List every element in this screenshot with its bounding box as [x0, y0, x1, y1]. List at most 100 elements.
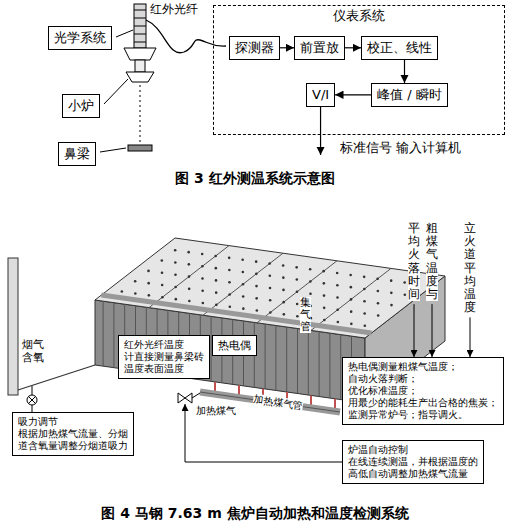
- box-text: 峰值 / 瞬时: [377, 87, 442, 103]
- flow-arrow: [280, 47, 294, 48]
- box-text: V/I: [312, 87, 329, 103]
- text-line: 吸力调节: [18, 416, 128, 428]
- charging-hole: [282, 264, 285, 267]
- charging-hole: [322, 270, 325, 273]
- charging-hole: [283, 313, 286, 316]
- flow-arrow: [345, 47, 361, 48]
- charging-hole: [201, 277, 204, 280]
- probe-body: [134, 4, 146, 48]
- optical-fiber: [146, 20, 226, 53]
- box-text: 校正、线性: [367, 40, 432, 56]
- charging-hole: [309, 280, 312, 283]
- text-line: 温度表面温度: [124, 363, 204, 375]
- sensor-label: 烟气含氧: [22, 338, 46, 364]
- oven-door-line: [113, 303, 114, 368]
- text-line: 热电偶测量粗煤气温度；: [348, 361, 498, 373]
- signal-arrow: [414, 304, 415, 357]
- charging-hole: [255, 260, 258, 263]
- charging-hole: [229, 305, 232, 308]
- sight-line: [140, 85, 141, 143]
- body-text: 根据加热煤气流量、分烟 道含氧量调整分烟道吸力: [18, 428, 128, 452]
- figure-caption: 图 4 马钢 7.63 m 焦炉自动加热和温度检测系统: [0, 505, 510, 522]
- control-arrow: [185, 404, 342, 462]
- charging-hole: [228, 281, 231, 284]
- box-text: 热电偶测量粗煤气温度； 自动火落判断； 优化标准温度； 用最少的能耗生产出合格的…: [348, 361, 498, 421]
- oven-door-line: [103, 301, 104, 366]
- instrument-group: 仪表系统探测器前置放校正、线性峰值 / 瞬时V/I: [213, 5, 505, 135]
- leader-line: [104, 79, 128, 104]
- leader-line: [100, 148, 126, 152]
- charging-hole: [390, 292, 393, 295]
- figure-caption: 图 3 红外测温系统示意图: [0, 170, 510, 187]
- charging-hole: [282, 301, 285, 304]
- oxygen-sensor: [27, 395, 37, 405]
- text-line: 根据加热煤气流量、分烟: [18, 428, 128, 440]
- charging-hole: [161, 296, 164, 299]
- charging-hole: [376, 277, 379, 280]
- body-text: 在线连续测温，并根据温度的 高低自动调整加热煤气流量: [348, 456, 478, 480]
- top-partition-line: [257, 261, 337, 323]
- charging-hole: [377, 314, 380, 317]
- process-box: 校正、线性: [361, 36, 438, 60]
- charging-hole: [296, 291, 299, 294]
- label-box: 鼻梁: [58, 142, 96, 166]
- text-line: 道含氧量调整分烟道吸力: [18, 440, 128, 452]
- probe-fin: [134, 34, 146, 35]
- box-text: 小炉: [68, 98, 94, 114]
- box-text: 红外光纤温度 计直接测量鼻梁砖 温度表面温度: [124, 339, 204, 375]
- charging-hole: [148, 294, 151, 297]
- charging-hole: [390, 304, 393, 307]
- charging-hole: [174, 261, 177, 264]
- pipe-label: 加热煤气管: [252, 394, 303, 413]
- charging-hole: [175, 298, 178, 301]
- nose-brick: [128, 145, 152, 151]
- box-text: 探测器: [235, 40, 274, 56]
- text-line: 用最少的能耗生产出合格的焦炭；: [348, 397, 498, 409]
- charging-hole: [269, 274, 272, 277]
- charging-hole: [215, 304, 218, 307]
- signal-arrow: [432, 304, 433, 357]
- pipe-label: 集气管: [300, 297, 311, 333]
- charging-hole: [121, 290, 124, 293]
- charging-hole: [214, 255, 217, 258]
- sensor-line: [32, 386, 33, 395]
- process-box: V/I: [306, 83, 335, 107]
- charging-hole: [390, 279, 393, 282]
- control-box: 吸力调节根据加热煤气流量、分烟 道含氧量调整分烟道吸力: [12, 412, 134, 456]
- text-line: 红外光纤温度: [124, 339, 204, 351]
- charging-hole: [256, 309, 259, 312]
- charging-hole: [134, 280, 137, 283]
- charging-hole: [188, 288, 191, 291]
- process-box: 前置放: [294, 36, 345, 60]
- charging-hole: [202, 302, 205, 305]
- oven-door-line: [297, 329, 298, 394]
- text-line: 计直接测量鼻梁砖: [124, 351, 204, 363]
- charging-hole: [188, 275, 191, 278]
- charging-hole: [161, 284, 164, 287]
- vertical-label: 立火道平均温度: [464, 222, 476, 314]
- charging-hole: [377, 302, 380, 305]
- valve-label: 加热煤气: [196, 405, 236, 417]
- output-arrow: [320, 107, 321, 155]
- probe-fin: [134, 18, 146, 19]
- charging-hole: [337, 321, 340, 324]
- charging-hole: [147, 270, 150, 273]
- charging-hole: [282, 276, 285, 279]
- sensor-cross: [29, 397, 36, 404]
- charging-hole: [188, 300, 191, 303]
- oven-door-line: [286, 327, 287, 392]
- probe-figure: [100, 4, 226, 152]
- charging-hole: [215, 267, 218, 270]
- probe-funnel: [124, 48, 156, 60]
- charging-hole: [363, 276, 366, 279]
- charging-hole: [188, 263, 191, 266]
- probe-fin: [134, 26, 146, 27]
- charging-hole: [336, 284, 339, 287]
- oven-door-line: [265, 324, 266, 389]
- process-box: 峰值 / 瞬时: [371, 83, 448, 107]
- output-label: 标准信号 输入计算机: [340, 140, 461, 156]
- box-text: 炉温自动控制: [348, 444, 478, 456]
- charging-hole: [268, 262, 271, 265]
- charging-hole: [404, 293, 407, 296]
- flue-line: [18, 365, 95, 390]
